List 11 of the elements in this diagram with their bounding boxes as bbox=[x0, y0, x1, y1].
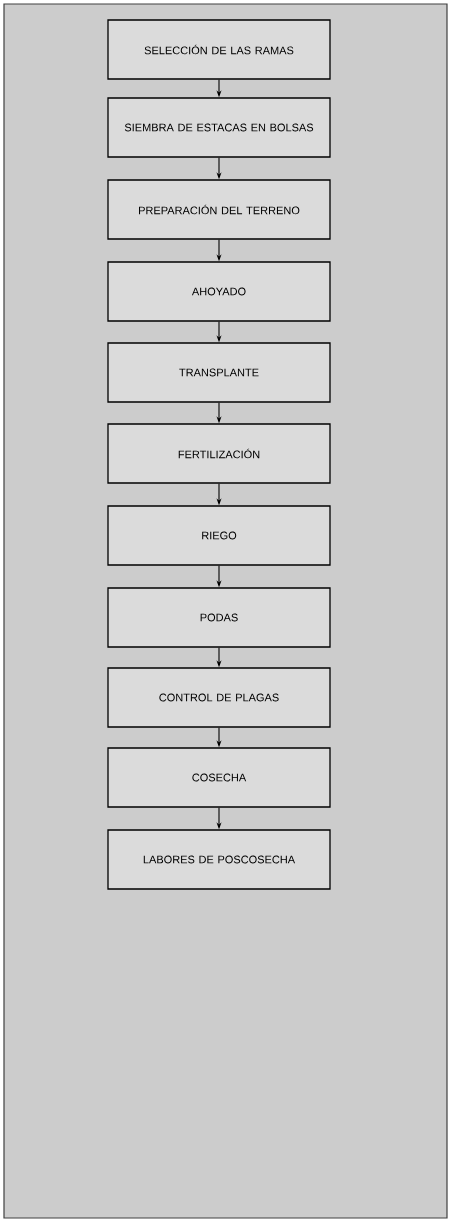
process-box: SELECCIÓN DE LAS RAMAS bbox=[107, 19, 331, 80]
process-box: TRANSPLANTE bbox=[107, 342, 331, 403]
process-box: AHOYADO bbox=[107, 261, 331, 322]
process-box: SIEMBRA DE ESTACAS EN BOLSAS bbox=[107, 97, 331, 158]
process-box: RIEGO bbox=[107, 505, 331, 566]
process-box: PREPARACIÓN DEL TERRENO bbox=[107, 179, 331, 240]
process-box: CONTROL DE PLAGAS bbox=[107, 667, 331, 728]
process-box: PODAS bbox=[107, 587, 331, 648]
process-box: LABORES DE POSCOSECHA bbox=[107, 829, 331, 890]
process-box: COSECHA bbox=[107, 747, 331, 808]
process-box: FERTILIZACIÓN bbox=[107, 423, 331, 484]
